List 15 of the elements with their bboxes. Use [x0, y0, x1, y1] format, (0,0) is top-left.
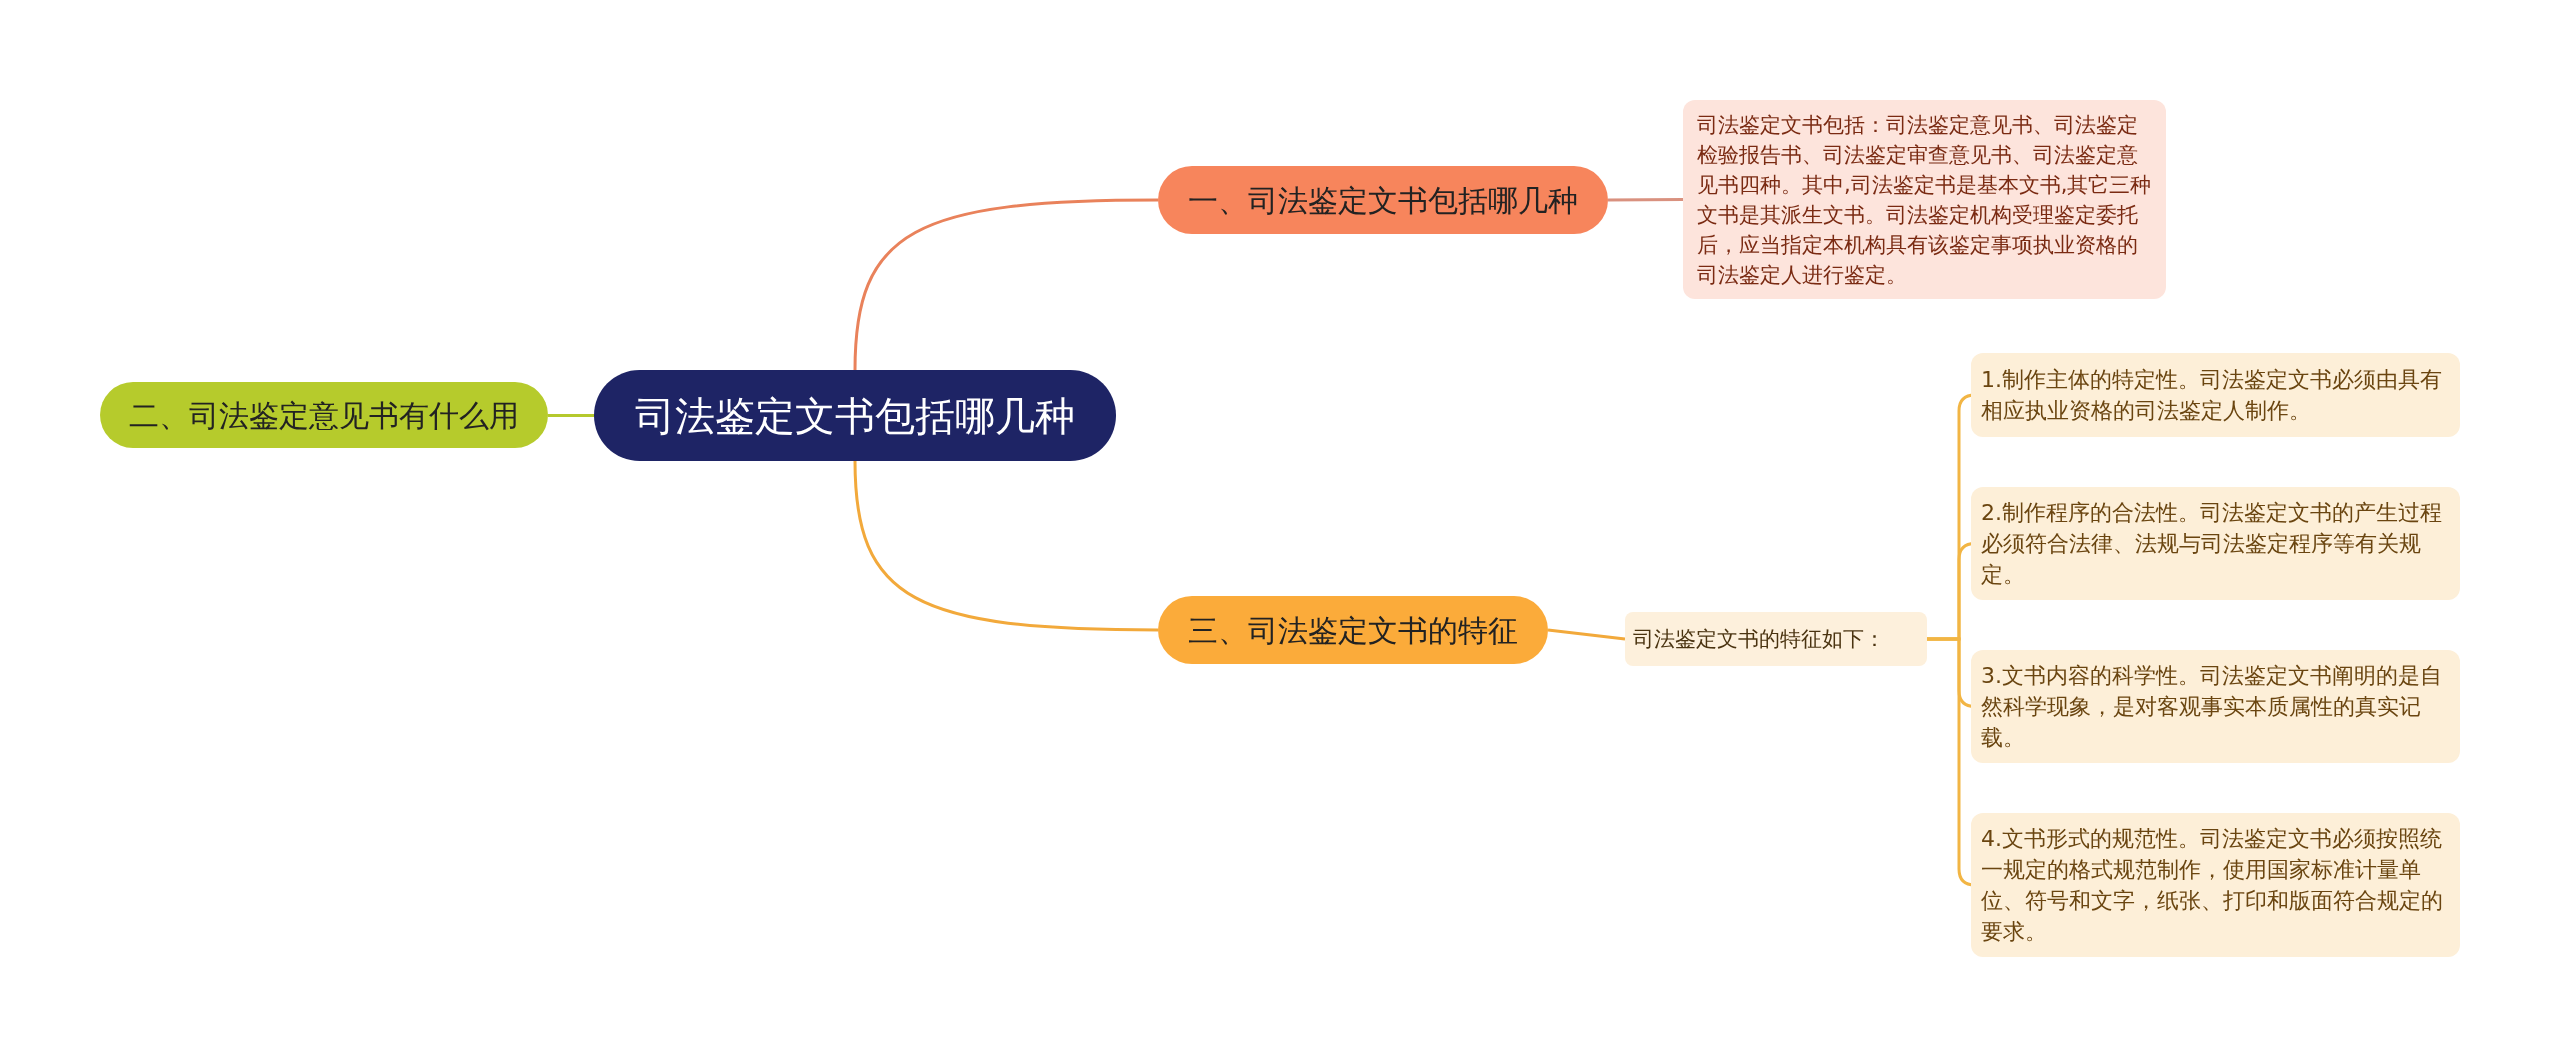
- central-topic: 司法鉴定文书包括哪几种: [594, 370, 1116, 461]
- connector-line: [548, 414, 594, 417]
- subtopic-box: 司法鉴定文书的特征如下：: [1625, 612, 1927, 666]
- connector-line: [853, 460, 1158, 632]
- connector-line: [1547, 628, 1626, 641]
- note-box: 4.文书形式的规范性。司法鉴定文书必须按照统一规定的格式规范制作，使用国家标准计量单位、符号和文字，纸张、打印和版面符合规定的要求。: [1971, 813, 2460, 957]
- note-box: 2.制作程序的合法性。司法鉴定文书的产生过程必须符合法律、法规与司法鉴定程序等有关规定。: [1971, 487, 2460, 600]
- connector-line: [1608, 198, 1683, 202]
- note-box: 1.制作主体的特定性。司法鉴定文书必须由具有相应执业资格的司法鉴定人制作。: [1971, 353, 2460, 437]
- connector-line: [853, 198, 1158, 371]
- topic-box: 一、司法鉴定文书包括哪几种: [1158, 166, 1608, 234]
- note-box: 3.文书内容的科学性。司法鉴定文书阐明的是自然科学现象，是对客观事实本质属性的真实记载。: [1971, 650, 2460, 763]
- topic-box: 二、司法鉴定意见书有什么用: [100, 382, 548, 448]
- note-box: 司法鉴定文书包括：司法鉴定意见书、司法鉴定检验报告书、司法鉴定审查意见书、司法鉴定意见书四种。其中,司法鉴定书是基本文书,其它三种文书是其派生文书。司法鉴定机构受理鉴定委托后，应当指定本机构具有该鉴定事项执业资格的司法鉴定人进行鉴定。: [1683, 100, 2166, 299]
- topic-box: 三、司法鉴定文书的特征: [1158, 596, 1548, 664]
